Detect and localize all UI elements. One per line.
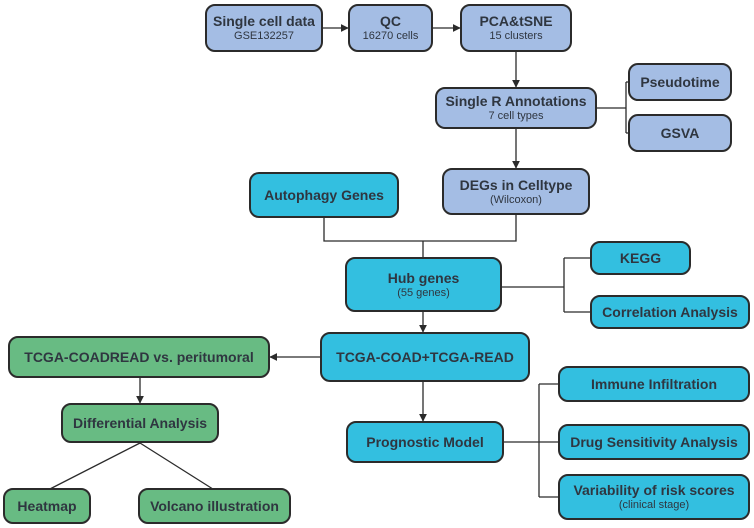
heatmap-node: Heatmap (3, 488, 91, 524)
qc-node: QC 16270 cells (348, 4, 433, 52)
edge-prognostic-to-branches (504, 383, 558, 498)
autophagy-genes-node: Autophagy Genes (249, 172, 399, 218)
tcga-coadread-vs-peritumoral-node: TCGA-COADREAD vs. peritumoral (8, 336, 270, 378)
volcano-illustration-title: Volcano illustration (150, 497, 279, 514)
degs-in-celltype-sub: (Wilcoxon) (490, 193, 542, 206)
pca-tsne-title: PCA&tSNE (479, 13, 553, 29)
drug-sensitivity-analysis-title: Drug Sensitivity Analysis (570, 433, 738, 450)
degs-in-celltype-node: DEGs in Celltype (Wilcoxon) (442, 168, 590, 215)
qc-sub: 16270 cells (362, 30, 419, 42)
edge-diff-to-heatmap-volcano (45, 442, 217, 492)
gsva-node: GSVA (628, 114, 732, 152)
pseudotime-title: Pseudotime (640, 73, 720, 90)
differential-analysis-node: Differential Analysis (61, 403, 219, 443)
single-cell-data-title: Single cell data (213, 13, 315, 29)
differential-analysis-title: Differential Analysis (72, 414, 208, 431)
hub-genes-title: Hub genes (387, 269, 460, 286)
volcano-illustration-node: Volcano illustration (138, 488, 291, 524)
immune-infiltration-node: Immune Infiltration (558, 366, 750, 402)
pseudotime-node: Pseudotime (628, 63, 732, 101)
hub-genes-sub: (55 genes) (397, 286, 450, 299)
edge-hub-to-kegg-correlation (502, 257, 590, 313)
drug-sensitivity-analysis-node: Drug Sensitivity Analysis (558, 424, 750, 460)
degs-in-celltype-title: DEGs in Celltype (459, 176, 573, 193)
single-cell-data-node: Single cell data GSE132257 (205, 4, 323, 52)
single-r-annotations-sub: 7 cell types (488, 110, 544, 122)
pca-tsne-node: PCA&tSNE 15 clusters (460, 4, 572, 52)
qc-title: QC (380, 13, 401, 29)
prognostic-model-title: Prognostic Model (366, 433, 484, 450)
variability-of-risk-scores-sub: (clinical stage) (618, 499, 690, 511)
prognostic-model-node: Prognostic Model (346, 421, 504, 463)
pca-tsne-sub: 15 clusters (489, 30, 543, 42)
tcga-coad-read-node: TCGA-COAD+TCGA-READ (320, 332, 530, 382)
correlation-analysis-title: Correlation Analysis (602, 303, 738, 320)
gsva-title: GSVA (660, 124, 700, 141)
edge-singler-to-pseudotime-gsva (597, 81, 628, 134)
immune-infiltration-title: Immune Infiltration (591, 375, 717, 392)
variability-of-risk-scores-title: Variability of risk scores (573, 482, 735, 498)
single-r-annotations-node: Single R Annotations 7 cell types (435, 87, 597, 129)
kegg-node: KEGG (590, 241, 691, 275)
hub-genes-node: Hub genes (55 genes) (345, 257, 502, 312)
tcga-coad-read-title: TCGA-COAD+TCGA-READ (336, 348, 514, 365)
kegg-title: KEGG (619, 249, 662, 266)
tcga-coadread-vs-peritumoral-title: TCGA-COADREAD vs. peritumoral (24, 348, 254, 365)
autophagy-genes-title: Autophagy Genes (264, 186, 384, 203)
single-cell-data-sub: GSE132257 (234, 30, 294, 42)
edge-autophagy-degs-merge (323, 215, 517, 257)
variability-of-risk-scores-node: Variability of risk scores (clinical sta… (558, 474, 750, 520)
single-r-annotations-title: Single R Annotations (445, 93, 587, 109)
heatmap-title: Heatmap (17, 497, 77, 514)
correlation-analysis-node: Correlation Analysis (590, 295, 750, 329)
